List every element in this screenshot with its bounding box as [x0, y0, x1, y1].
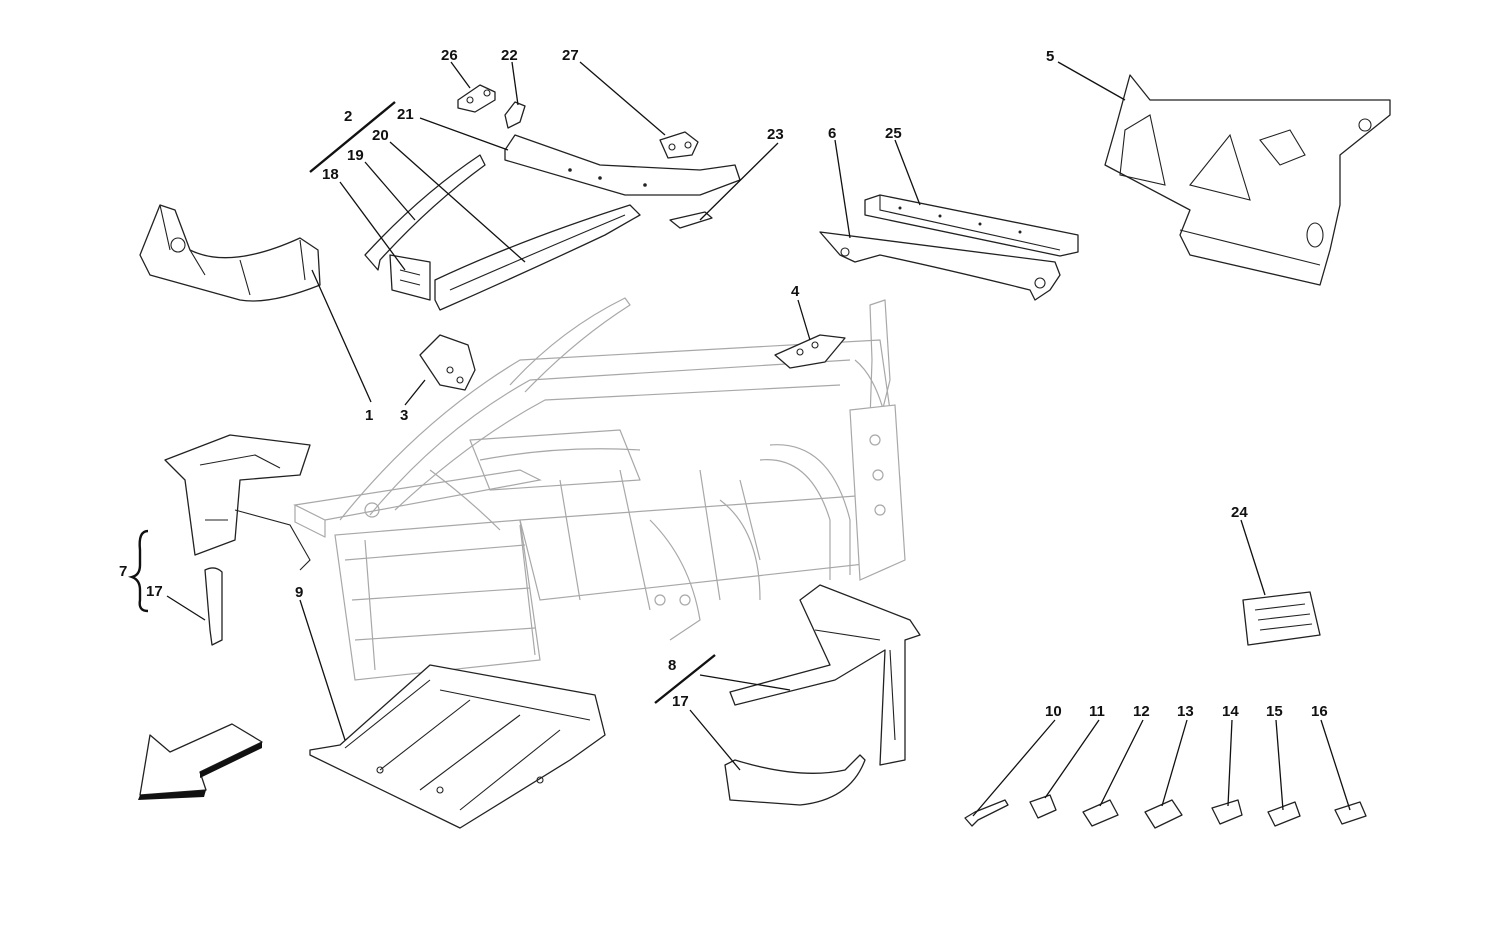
callout-26[interactable]: 26	[441, 47, 458, 64]
callout-20[interactable]: 20	[372, 127, 389, 144]
callout-27[interactable]: 27	[562, 47, 579, 64]
part-16	[1334, 801, 1367, 825]
callout-2[interactable]: 2	[344, 108, 352, 125]
callout-17-left[interactable]: 17	[146, 583, 163, 600]
part-22	[504, 101, 526, 129]
front-direction-arrow-icon	[138, 723, 263, 800]
callout-5[interactable]: 5	[1046, 48, 1054, 65]
part-1	[139, 204, 321, 302]
callout-15[interactable]: 15	[1266, 703, 1283, 720]
callout-4[interactable]: 4	[791, 283, 800, 300]
callout-19[interactable]: 19	[347, 147, 364, 164]
part-21	[504, 134, 741, 196]
callout-24[interactable]: 24	[1231, 504, 1248, 521]
callout-3[interactable]: 3	[400, 407, 408, 424]
part-25	[864, 194, 1079, 257]
leader-lines	[127, 61, 1351, 817]
part-17-right	[724, 754, 866, 806]
callout-7[interactable]: 7	[119, 563, 127, 580]
callout-23[interactable]: 23	[767, 126, 784, 143]
part-13	[1144, 799, 1183, 829]
callout-9[interactable]: 9	[295, 584, 303, 601]
part-8	[729, 584, 921, 766]
callout-21[interactable]: 21	[397, 106, 414, 123]
part-27	[659, 131, 699, 159]
callout-1[interactable]: 1	[365, 407, 373, 424]
callout-13[interactable]: 13	[1177, 703, 1194, 720]
part-14	[1211, 799, 1243, 825]
part-9	[309, 664, 606, 829]
part-7	[164, 434, 311, 571]
callout-16[interactable]: 16	[1311, 703, 1328, 720]
part-23	[669, 211, 713, 229]
chassis-frame-icon	[293, 297, 906, 681]
part-11	[1029, 794, 1057, 819]
callout-11[interactable]: 11	[1089, 703, 1105, 720]
callout-10[interactable]: 10	[1045, 703, 1062, 720]
part-17-left	[204, 567, 223, 646]
callout-25[interactable]: 25	[885, 125, 902, 142]
part-26	[457, 84, 496, 113]
part-10	[964, 799, 1009, 827]
callout-17-right[interactable]: 17	[672, 693, 689, 710]
part-18-19-20	[364, 154, 641, 311]
callout-labels: 1 2 3 4 5 6 7 8 9 10 11 12 13 14 15 16 1…	[119, 47, 1328, 720]
callout-6[interactable]: 6	[828, 125, 836, 142]
callout-12[interactable]: 12	[1133, 703, 1150, 720]
callout-18[interactable]: 18	[322, 166, 339, 183]
callout-22[interactable]: 22	[501, 47, 518, 64]
part-5	[1104, 74, 1391, 286]
part-3	[419, 334, 476, 391]
part-24	[1242, 591, 1321, 646]
callout-8[interactable]: 8	[668, 657, 676, 674]
part-4	[774, 334, 846, 369]
part-15	[1267, 801, 1301, 827]
callout-14[interactable]: 14	[1222, 703, 1239, 720]
part-6	[819, 231, 1061, 301]
